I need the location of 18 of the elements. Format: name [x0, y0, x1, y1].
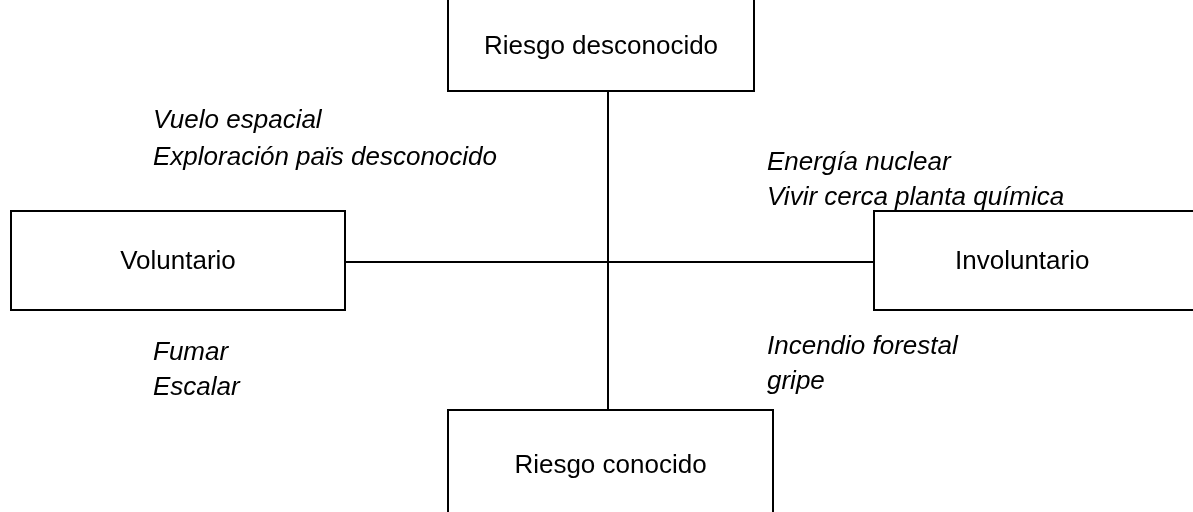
category-box	[447, 0, 755, 92]
box-label: Involuntario	[955, 245, 1090, 276]
example-text: Vivir cerca planta química	[767, 181, 1065, 212]
category-box	[873, 210, 1193, 311]
example-text: Vuelo espacial	[153, 104, 322, 135]
example-text: Fumar	[153, 336, 229, 367]
connector-line	[607, 91, 609, 410]
example-text: gripe	[767, 365, 825, 396]
example-text: Escalar	[153, 371, 240, 402]
category-box	[10, 210, 346, 311]
box-label: Riesgo conocido	[514, 448, 707, 480]
example-text: Exploración paїs desconocido	[153, 141, 497, 172]
category-box	[447, 409, 774, 512]
box-label: Riesgo desconocido	[483, 29, 719, 61]
example-text: Energía nuclear	[767, 146, 951, 177]
box-label: Voluntario	[120, 245, 236, 276]
connector-line	[345, 261, 874, 263]
example-text: Incendio forestal	[767, 330, 958, 361]
